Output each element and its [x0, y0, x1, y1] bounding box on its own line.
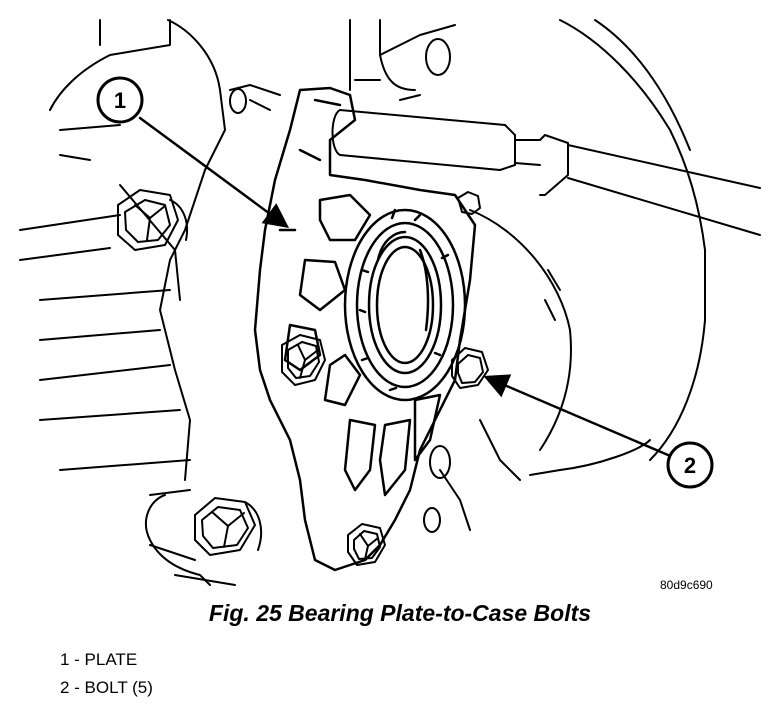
bolt-plate-bottom [347, 523, 386, 566]
transfer-case-housing [19, 19, 706, 586]
bolt-upper-left [117, 189, 188, 251]
figure-reference-code: 80d9c690 [660, 578, 713, 592]
bolt-plate-right [451, 347, 489, 389]
callout-2: 2 [666, 441, 714, 489]
callout-1: 1 [96, 76, 144, 124]
callout-2-number: 2 [684, 453, 696, 478]
callout-2-leader [483, 374, 670, 457]
figure-caption: Fig. 25 Bearing Plate-to-Case Bolts [208, 600, 592, 626]
legend-item-plate: 1 - PLATE [60, 650, 138, 669]
bolt-plate-top [457, 191, 481, 215]
bolt-lower-left [194, 497, 263, 556]
bolt-plate-left [281, 334, 326, 386]
callout-1-leader [138, 116, 290, 228]
output-shaft [331, 109, 761, 236]
bearing-plate [253, 86, 477, 572]
bearing-plate-illustration: 1 2 [19, 19, 761, 586]
parts-legend: 1 - PLATE 2 - BOLT (5) [60, 646, 153, 702]
callout-1-number: 1 [114, 88, 126, 113]
legend-item-bolt: 2 - BOLT (5) [60, 678, 153, 697]
